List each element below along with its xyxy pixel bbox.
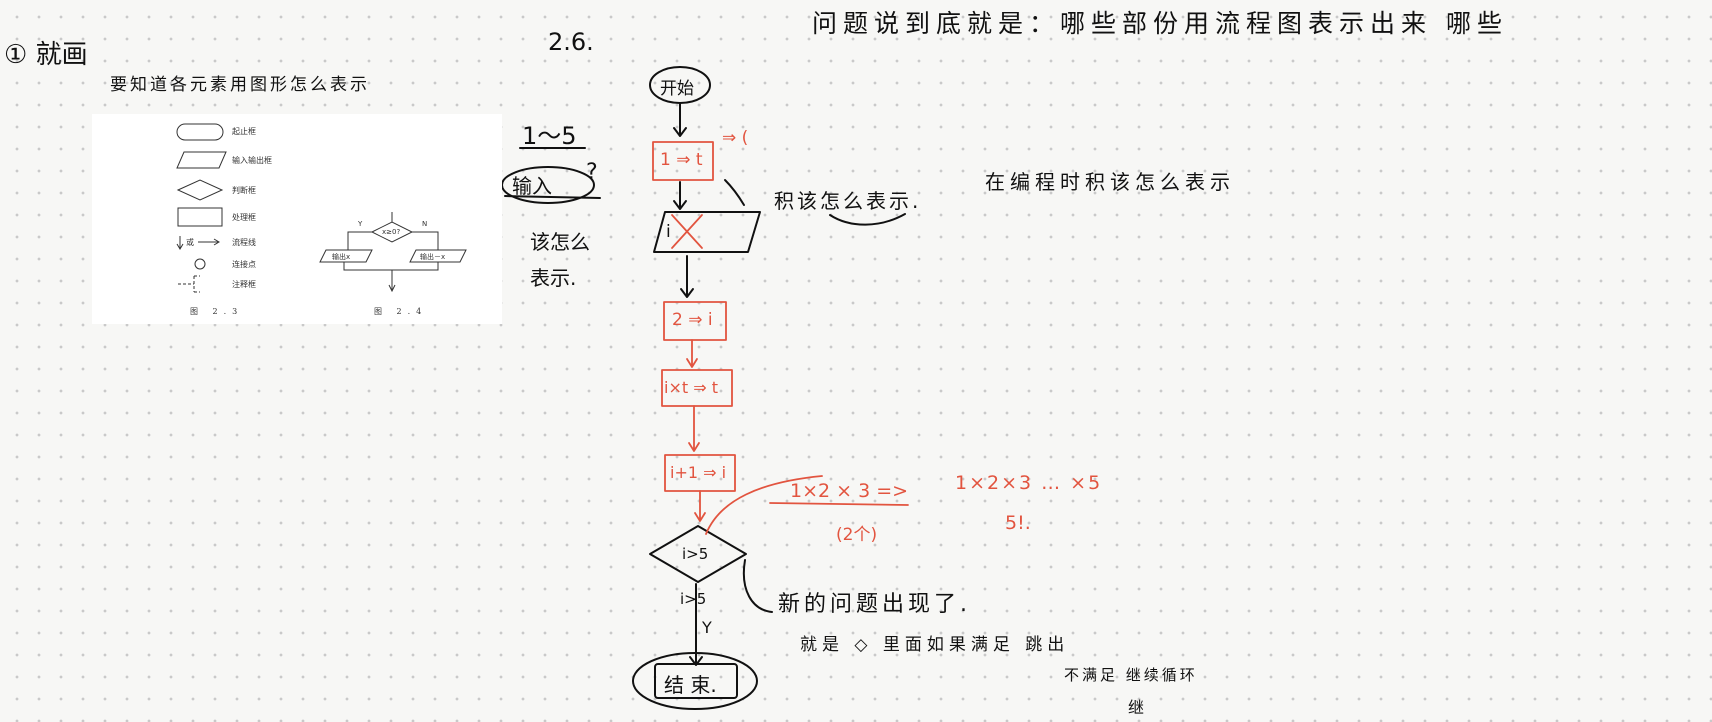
continue-note: 不满足 继续循环 xyxy=(1064,666,1198,684)
bracket-mark xyxy=(724,179,745,206)
how-to-line-2: 表示. xyxy=(530,266,577,290)
step-1-label: 1 ⇒ t xyxy=(660,150,703,170)
step-4-label: i×t ⇒ t xyxy=(664,378,718,397)
red-arrow-1 xyxy=(686,339,698,368)
factorial-note: 5!. xyxy=(1005,512,1031,534)
product-note-2: 1×2×3 … ×5 xyxy=(955,472,1103,494)
fig24-lines xyxy=(347,212,439,250)
io-symbol xyxy=(176,151,227,169)
end-circle xyxy=(632,652,758,710)
question-mark: ? xyxy=(586,160,598,185)
step-2-label: i xyxy=(666,222,671,242)
flow-arrow-3 xyxy=(680,255,694,298)
loop-curve xyxy=(742,559,773,613)
wavy-underline xyxy=(829,213,906,226)
decision-symbol xyxy=(176,179,224,201)
item-one-heading: ① 就画 xyxy=(4,40,88,70)
range-note: 1～5 xyxy=(522,122,577,150)
legend-process: 处理框 xyxy=(232,213,256,222)
subtitle-note: 要知道各元素用图形怎么表示 xyxy=(110,75,370,95)
box-s4 xyxy=(661,369,733,407)
coding-note: 在编程时积该怎么表示 xyxy=(985,170,1235,194)
connector-symbol xyxy=(194,258,206,270)
legend-terminal: 起止框 xyxy=(232,127,256,136)
fig24-yes: Y xyxy=(358,220,363,228)
fig24-no: N xyxy=(422,220,428,228)
top-question: 问题说到底就是：哪些部份用流程图表示出来 哪些 xyxy=(812,9,1508,38)
condition-label: i>5 xyxy=(680,590,707,608)
legend-io: 输入输出框 xyxy=(232,156,272,165)
fig24-out-left-label: 输出x xyxy=(332,253,351,261)
flow-arrow-1 xyxy=(673,102,687,137)
fig24-out-left xyxy=(319,249,373,263)
red-arrow-2 xyxy=(688,405,700,452)
reference-figure: 起止框 输入输出框 判断框 处理框 或 流程线 连接点 注释框 图 2.3 图 … xyxy=(92,114,502,324)
red-cross xyxy=(671,214,703,249)
yes-label: Y xyxy=(702,618,712,637)
fig24-condition: x≥0? xyxy=(382,228,401,236)
flowline-symbol xyxy=(176,236,220,250)
fig23-caption: 图 2.3 xyxy=(190,307,244,316)
start-label: 开始 xyxy=(660,79,694,99)
new-problem-note: 新的问题出现了. xyxy=(778,592,971,617)
section-number: 2.6. xyxy=(548,28,594,56)
flow-arrow-2 xyxy=(673,181,687,210)
annotation-symbol xyxy=(178,275,200,293)
extra-char: 继 xyxy=(1128,698,1145,717)
terminal-symbol xyxy=(176,123,224,141)
legend-annotation: 注释框 xyxy=(232,280,256,289)
fig24-merge xyxy=(343,262,439,293)
step-5-label: i+1 ⇒ i xyxy=(670,463,727,482)
box-s3 xyxy=(663,301,727,341)
fig24-caption: 图 2.4 xyxy=(374,307,428,316)
circle-underline xyxy=(504,195,601,199)
callout-note: 积该怎么表示. xyxy=(774,189,922,213)
circle-mark xyxy=(501,166,595,204)
decision-diamond xyxy=(649,525,747,583)
reference-symbols xyxy=(176,123,467,293)
end-box xyxy=(654,663,738,699)
legend-flow-prefix: 或 xyxy=(186,238,194,247)
red-connector xyxy=(705,475,823,535)
how-to-line-1: 该怎么 xyxy=(530,230,590,254)
fig24-out-right-label: 输出－x xyxy=(420,253,446,261)
box-s1 xyxy=(652,141,714,181)
legend-flowline: 流程线 xyxy=(232,238,256,247)
step-3-label: 2 ⇒ i xyxy=(672,310,713,330)
marked-word: 输入 xyxy=(512,174,552,198)
legend-decision: 判断框 xyxy=(232,186,256,195)
two-items-note: (2个) xyxy=(836,525,878,545)
input-parallelogram xyxy=(653,211,761,253)
red-underline xyxy=(769,502,909,506)
fig24-out-right xyxy=(409,249,467,263)
process-symbol xyxy=(177,207,223,227)
product-note-1: 1×2 × 3 => xyxy=(790,480,909,502)
branch-note: 就是 ◇ 里面如果满足 跳出 xyxy=(800,635,1070,655)
legend-connector: 连接点 xyxy=(232,260,256,269)
red-arrow-3 xyxy=(694,490,706,522)
step-1-side: ⇒ ( xyxy=(722,128,749,148)
decision-label: i>5 xyxy=(682,545,709,563)
end-label: 结 束. xyxy=(664,673,717,697)
